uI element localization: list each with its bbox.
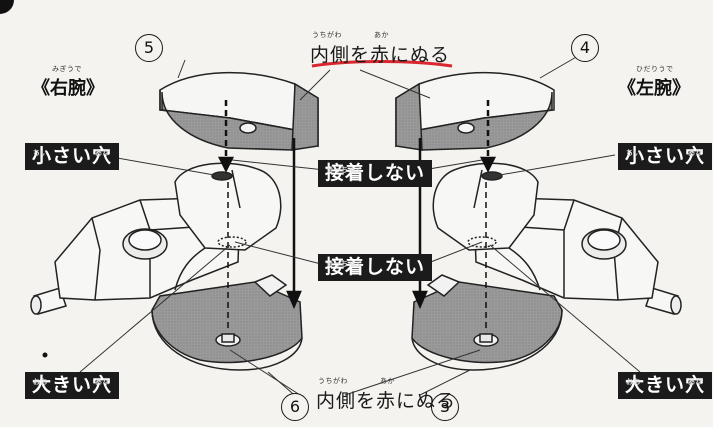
ruby-hidariude: ひだりうで	[636, 65, 674, 73]
ruby-secchaku-top: せっちゃく	[326, 166, 364, 174]
part-number-6: 6	[281, 393, 309, 421]
no-glue-text-top: 接着しない	[325, 162, 426, 184]
ruby-ana-large: あな	[95, 378, 110, 386]
small-hole-label-right: ちい あな 小さい穴	[618, 143, 713, 170]
part-number-3: 3	[431, 393, 459, 421]
large-hole-label-right: おお あな 大きい穴	[618, 372, 713, 399]
part-number-5: 5	[135, 34, 163, 62]
no-glue-label-top: せっちゃく 接着しない	[318, 160, 433, 187]
bottom-instruction-text: 内側を赤にぬる	[316, 390, 457, 412]
ruby-ana-large-right: あな	[688, 378, 703, 386]
no-glue-label-bottom: せっちゃく 接着しない	[318, 254, 433, 281]
no-glue-text-bottom: 接着しない	[325, 256, 426, 278]
part-number-4: 4	[571, 34, 599, 62]
leader-lines	[79, 55, 641, 401]
small-hole-label-left: ちい あな 小さい穴	[25, 143, 120, 170]
part-4-shell	[395, 71, 555, 151]
ruby-aka: あか	[374, 31, 389, 39]
ruby-ana-right: あな	[688, 149, 703, 157]
small-hole-text-right: 小さい穴	[625, 145, 706, 167]
large-hole-label-left: おお あな 大きい穴	[25, 372, 120, 399]
ruby-oo-right: おお	[626, 378, 641, 386]
part-3-shell	[411, 274, 563, 371]
right-arm-arrows	[217, 100, 302, 330]
ruby-ana: あな	[95, 149, 110, 157]
large-hole-text-right: 大きい穴	[625, 374, 706, 396]
ruby-uchigawa: うちがわ	[312, 31, 342, 39]
ruby-uchigawa-bottom: うちがわ	[318, 377, 348, 385]
right-arm-label: 《右腕》	[32, 78, 104, 99]
ruby-migiude: みぎうで	[52, 65, 82, 73]
red-underline	[311, 60, 453, 68]
small-hole-text-left: 小さい穴	[32, 145, 113, 167]
corner-dot-icon	[42, 352, 48, 358]
left-arm-body	[432, 162, 682, 315]
ruby-chii: ちい	[33, 149, 48, 157]
part-5-shell	[159, 71, 319, 151]
corner-mark-icon	[0, 0, 14, 14]
ruby-chii-right: ちい	[626, 149, 641, 157]
part-6-shell	[151, 274, 303, 371]
large-hole-text-left: 大きい穴	[32, 374, 113, 396]
top-instruction-text: 内側を赤にぬる	[310, 44, 451, 66]
ruby-aka-bottom: あか	[380, 377, 395, 385]
left-arm-label: 《左腕》	[618, 78, 690, 99]
ruby-secchaku-bottom: せっちゃく	[326, 260, 364, 268]
ruby-oo: おお	[33, 378, 48, 386]
